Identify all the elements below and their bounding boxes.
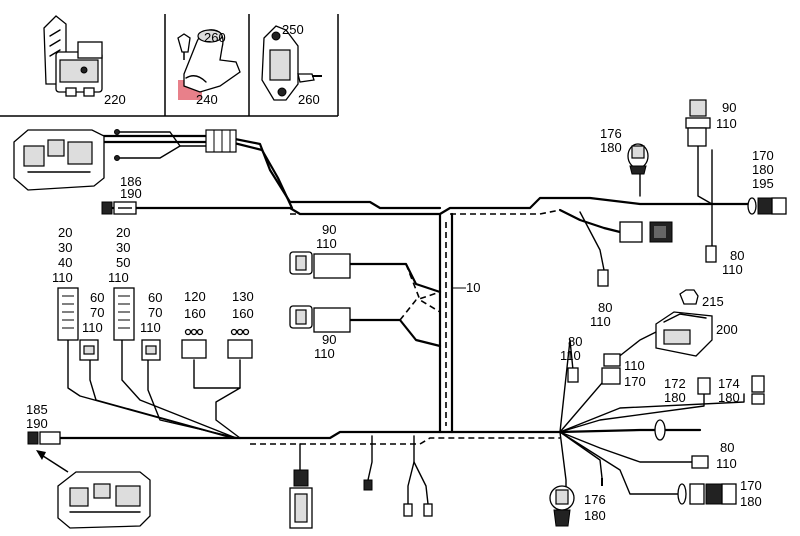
label-harness-10: 10: [466, 280, 480, 295]
label-110d: 110: [140, 320, 161, 335]
inset-label-250: 250: [282, 22, 304, 37]
label-40a: 40: [58, 255, 72, 270]
inset-label-260a: 260: [204, 30, 226, 45]
connector-176-180-bottom[interactable]: [549, 478, 603, 527]
label-30b: 30: [116, 240, 130, 255]
connector-172-180[interactable]: [697, 377, 711, 395]
label-170-bottom: 170: [740, 478, 762, 493]
connector-60-70-110-a[interactable]: [79, 339, 99, 361]
label-180-e: 180: [664, 390, 686, 405]
connector-120-160[interactable]: [181, 328, 207, 359]
label-160b: 160: [232, 306, 254, 321]
inset-label-240: 240: [196, 92, 218, 107]
label-110-top: 110: [716, 116, 737, 131]
fuse-box-top[interactable]: [13, 129, 120, 191]
label-195: 195: [752, 176, 774, 191]
label-30a: 30: [58, 240, 72, 255]
connector-130-160[interactable]: [227, 328, 253, 359]
label-176-bottom: 176: [584, 492, 606, 507]
grommet: [654, 419, 666, 441]
connector-80-110-d[interactable]: [691, 455, 709, 469]
label-176-top: 176: [600, 126, 622, 141]
label-186: 186: [120, 174, 142, 189]
harness-trunk: [98, 129, 702, 445]
connector-80-110-a[interactable]: [705, 245, 717, 263]
label-90-upper: 90: [322, 222, 336, 237]
bottom-center-terminals[interactable]: [363, 479, 433, 517]
connector-185-190[interactable]: [27, 431, 61, 445]
inset-part-220[interactable]: [43, 15, 103, 97]
label-185: 185: [26, 402, 48, 417]
label-215: 215: [702, 294, 724, 309]
inset-box: [0, 14, 339, 117]
connector-110-170[interactable]: [601, 353, 621, 385]
label-50b: 50: [116, 255, 130, 270]
center-branches: [299, 262, 466, 505]
label-180-f: 180: [718, 390, 740, 405]
label-180-bottom: 180: [740, 494, 762, 509]
label-70b: 70: [148, 305, 162, 320]
label-110-b: 110: [590, 314, 611, 329]
connector-170-180-195[interactable]: [747, 197, 787, 215]
connector-60-70-110-b[interactable]: [141, 339, 161, 361]
label-110-e: 110: [716, 456, 737, 471]
label-90-lower: 90: [322, 332, 336, 347]
label-110-a: 110: [722, 262, 743, 277]
label-20b: 20: [116, 225, 130, 240]
inset-label-260b: 260: [298, 92, 320, 107]
label-110-lower: 110: [314, 346, 335, 361]
label-70a: 70: [90, 305, 104, 320]
connector-170-180-bottom[interactable]: [677, 483, 737, 505]
label-80-a: 80: [730, 248, 744, 263]
connector-80-110-c[interactable]: [567, 367, 579, 383]
label-120: 120: [184, 289, 206, 304]
part-215[interactable]: [679, 289, 699, 305]
label-200: 200: [716, 322, 738, 337]
label-170-right: 170: [752, 148, 774, 163]
label-180-top: 180: [600, 140, 622, 155]
label-90-top: 90: [722, 100, 736, 115]
connector-20-30-40-110[interactable]: [57, 287, 79, 341]
label-110a: 110: [52, 270, 73, 285]
inset-label-220: 220: [104, 92, 126, 107]
inset-part-250[interactable]: [261, 25, 322, 101]
label-110c: 110: [82, 320, 103, 335]
label-60b: 60: [148, 290, 162, 305]
inset-part-240[interactable]: [177, 29, 241, 100]
label-190: 190: [120, 186, 142, 201]
label-170-d: 170: [624, 374, 646, 389]
connector-pair-center-right[interactable]: [619, 221, 673, 243]
arrow-to-fuse-box: [36, 450, 69, 473]
label-110-d: 110: [624, 358, 645, 373]
label-110-c: 110: [560, 348, 581, 363]
connector-90-110-upper[interactable]: [289, 251, 351, 279]
connector-80-110-b[interactable]: [597, 269, 609, 287]
label-160a: 160: [184, 306, 206, 321]
left-branches: [58, 339, 242, 440]
connector-20-30-50-110[interactable]: [113, 287, 135, 341]
label-174: 174: [718, 376, 740, 391]
label-110b: 110: [108, 270, 129, 285]
label-180-right: 180: [752, 162, 774, 177]
label-172: 172: [664, 376, 686, 391]
label-110-upper: 110: [316, 236, 337, 251]
bottom-center-plug[interactable]: [289, 469, 313, 529]
connector-176-180-top[interactable]: [627, 143, 649, 175]
label-130: 130: [232, 289, 254, 304]
fuse-box-bottom[interactable]: [57, 471, 151, 529]
connector-90-110-top[interactable]: [685, 99, 711, 147]
connector-174-180[interactable]: [751, 375, 765, 405]
module-200[interactable]: [655, 311, 713, 357]
label-190b: 190: [26, 416, 48, 431]
label-20a: 20: [58, 225, 72, 240]
connector-186-190[interactable]: [101, 201, 137, 215]
label-80-b: 80: [598, 300, 612, 315]
connector-90-110-lower[interactable]: [289, 305, 351, 333]
label-80-c: 80: [568, 334, 582, 349]
label-60a: 60: [90, 290, 104, 305]
label-80-d: 80: [720, 440, 734, 455]
label-180-bottom2: 180: [584, 508, 606, 523]
